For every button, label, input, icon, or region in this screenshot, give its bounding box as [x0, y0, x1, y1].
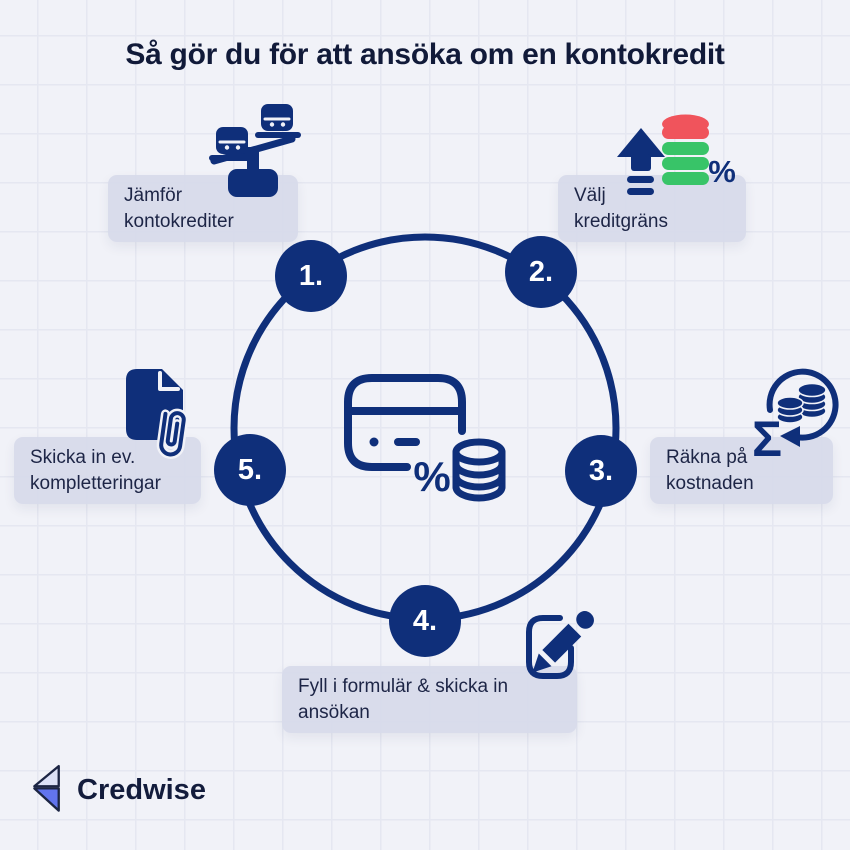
credit-card-percent-coins-icon: % — [344, 374, 506, 502]
step-badge-3: 3. — [565, 435, 637, 507]
step-badge-4: 4. — [389, 585, 461, 657]
sigma-glyph: Σ — [752, 411, 782, 467]
brand-footer: Credwise — [30, 764, 206, 817]
step-badge-5: 5. — [214, 434, 286, 506]
step-label-fyll-i-formular: Fyll i formulär & skicka in ansökan — [282, 666, 577, 734]
step-badge-2: 2. — [505, 236, 577, 308]
page-title: Så gör du för att ansöka om en kontokred… — [125, 38, 725, 71]
sum-coins-cycle-icon: Σ — [752, 368, 839, 467]
step-label-valj-kreditgrans: Välj kreditgräns — [558, 175, 746, 243]
percent-glyph: % — [708, 154, 736, 189]
balance-scale-coins-icon — [209, 104, 301, 197]
step-label-rakna-pa-kostnaden: Räkna på kostnaden — [650, 437, 833, 505]
credwise-logo-icon — [33, 764, 60, 812]
center-percent-glyph: % — [413, 453, 450, 500]
brand-name: Credwise — [77, 774, 206, 806]
form-pencil-icon — [526, 611, 594, 679]
arrow-up-coins-percent-icon: % — [617, 114, 736, 195]
step-badge-1: 1. — [275, 240, 347, 312]
document-paperclip-icon — [126, 369, 189, 459]
